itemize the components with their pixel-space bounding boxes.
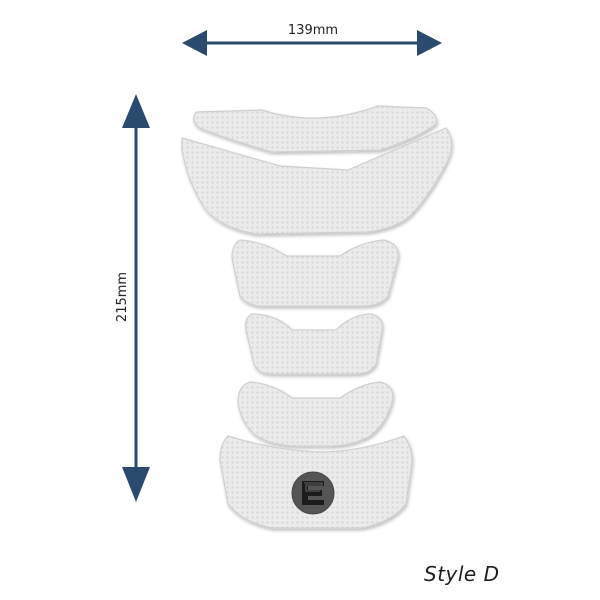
width-label: 139mm — [288, 23, 338, 38]
tank-pad — [181, 105, 453, 529]
left-arrow-icon — [182, 30, 207, 56]
pad-mid-segment-2 — [245, 313, 383, 375]
pad-top-strip — [193, 105, 437, 153]
down-arrow-icon — [122, 467, 150, 502]
up-arrow-icon — [122, 94, 150, 128]
width-dimension: 139mm — [182, 23, 442, 56]
right-arrow-icon — [417, 30, 442, 56]
height-dimension: 215mm — [115, 94, 150, 502]
pad-upper-wing — [181, 127, 453, 235]
style-label: Style D — [424, 562, 500, 586]
pad-mid-segment-1 — [231, 239, 399, 307]
pad-lower-wing — [237, 381, 394, 447]
height-label: 215mm — [115, 272, 130, 322]
e-logo-icon — [291, 471, 335, 515]
